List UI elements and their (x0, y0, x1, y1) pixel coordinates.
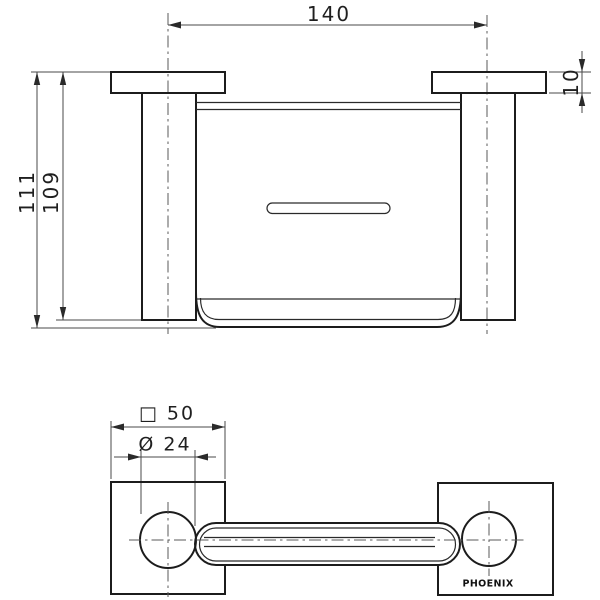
left-post-front (141, 92, 197, 321)
dim-arrow-10-bottom (578, 93, 586, 106)
dim-arrow-50-left (111, 423, 124, 431)
basket-bottom-outer-edge (195, 291, 462, 328)
dim-arrow-24-left (128, 453, 141, 461)
dim-label-overall-depth-111: 111 (15, 169, 39, 215)
dim-label-post-depth-109: 109 (39, 169, 63, 215)
dim-label-plate-square-50: □ 50 (138, 402, 196, 425)
basket-bottom-inner-edge (199, 297, 457, 321)
basket-edge-profile-outer (194, 522, 461, 566)
dim-label-post-diameter-24: Ø 24 (138, 433, 192, 456)
dim-arrow-10-top (578, 59, 586, 72)
dim-arrow-109-top (59, 72, 67, 85)
right-wall-plate-front (431, 71, 547, 94)
dim-arrow-50-right (212, 423, 225, 431)
dim-arrow-140-right (474, 21, 487, 29)
dim-arrow-111-top (33, 72, 41, 85)
dim-arrow-111-bottom (33, 315, 41, 328)
dim-arrow-140-left (168, 21, 181, 29)
dim-arrow-24-right (195, 453, 208, 461)
dim-label-thickness-10: 10 (559, 67, 583, 97)
brand-label: PHOENIX (462, 578, 514, 590)
dim-label-width-140: 140 (306, 2, 352, 26)
right-post-front (460, 92, 516, 321)
basket-edge-profile-inner (198, 527, 457, 562)
basket-drain-slot (266, 202, 391, 215)
dim-arrow-109-bottom (59, 307, 67, 320)
